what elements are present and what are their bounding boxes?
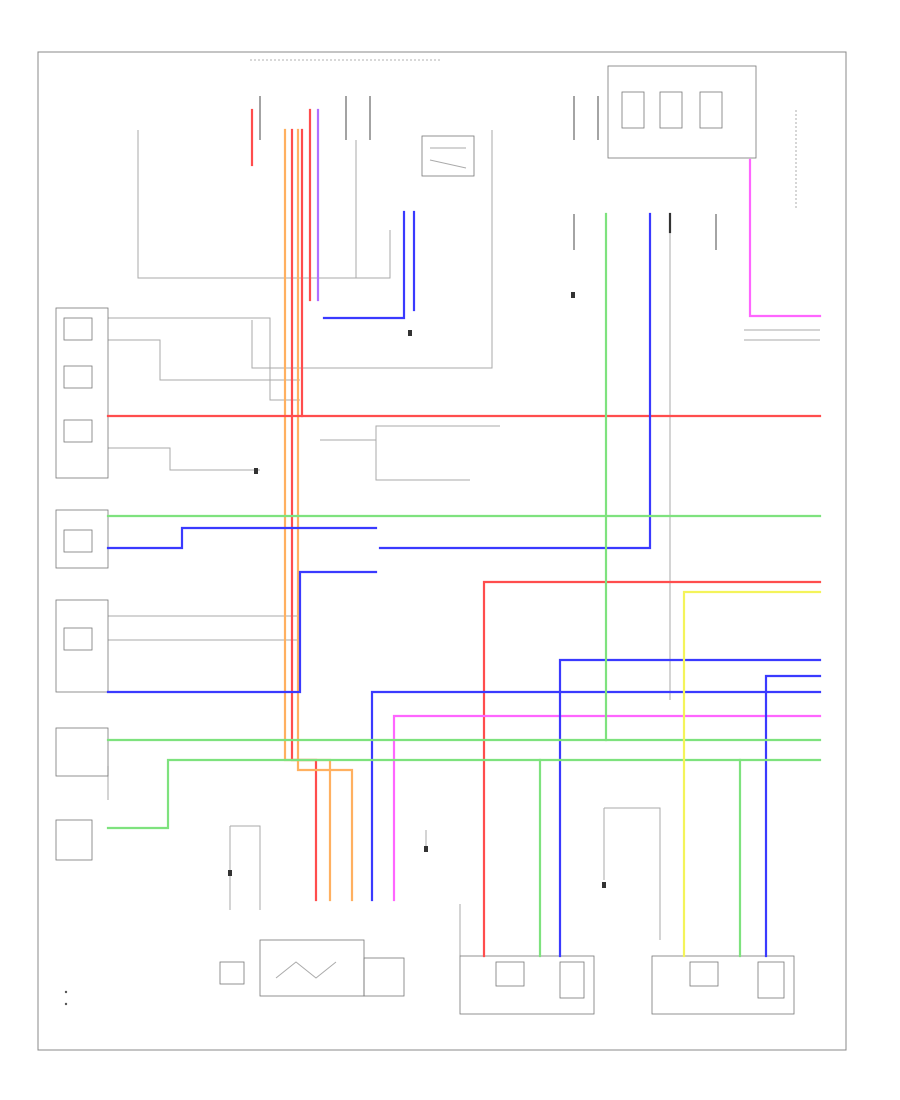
turn-switch <box>363 957 405 997</box>
left-headlight-bulb-high <box>63 317 93 341</box>
orange-wire-bundle-2 <box>296 128 354 902</box>
yellow-wire-rear <box>682 590 822 958</box>
junction-block-fuse-1 <box>621 91 645 129</box>
right-marker-lamp <box>55 819 93 861</box>
relay <box>421 135 475 177</box>
left-rear-turn-bulb <box>757 961 785 999</box>
relay-feed-wire <box>251 130 493 369</box>
ground-terminal-6 <box>228 870 232 876</box>
right-headlight-assembly <box>55 727 109 777</box>
blue-wire-left-turn <box>106 526 378 550</box>
junction-block-fuse-3 <box>699 91 723 129</box>
right-front-turn-lamp <box>55 599 109 693</box>
left-front-turn-bulb <box>63 529 93 553</box>
left-rear-feed <box>604 807 661 940</box>
light-control-switch <box>275 961 337 979</box>
red-wire-main <box>300 128 822 418</box>
blue-wire-right-turn <box>106 570 378 694</box>
diagram-frame <box>37 51 847 1051</box>
dimmer-relay-block <box>219 961 245 985</box>
left-assembly-feed-2 <box>108 339 300 381</box>
ground-wire-top-left <box>137 130 356 279</box>
left-front-turn-lamp <box>55 509 109 569</box>
signal-wire-c <box>375 425 500 440</box>
relay-coil <box>429 159 467 169</box>
signal-wire-a <box>108 447 260 471</box>
left-rear-combination-lamp <box>651 955 795 1015</box>
ground-terminal-2 <box>408 330 412 336</box>
left-headlight-bulb-position <box>63 419 93 443</box>
ground-wire-mid <box>355 140 391 279</box>
ground-terminal-5 <box>424 846 428 852</box>
blue-wire-top <box>322 210 406 320</box>
left-headlight-bulb-low <box>63 365 93 389</box>
green-wire-marker <box>106 758 822 830</box>
legend-bullet-2 <box>64 1002 68 1006</box>
junction-block-fuse-2 <box>659 91 683 129</box>
headlight-dimmer-switch <box>259 939 365 997</box>
ground-terminal-4 <box>602 882 606 888</box>
blue-wire-right-drop <box>378 212 652 550</box>
left-headlight-assembly <box>55 307 109 479</box>
ground-terminal-1 <box>571 292 575 298</box>
magenta-wire-top <box>748 158 822 318</box>
left-rear-stop-bulb <box>689 961 719 987</box>
junction-block <box>607 65 757 159</box>
right-rear-turn-bulb <box>559 961 585 999</box>
blue-wire-rear-2 <box>370 690 822 902</box>
ground-terminal-3 <box>254 468 258 474</box>
magenta-wire-bottom <box>392 714 822 902</box>
blue-wire-rear-1 <box>558 658 822 958</box>
left-assembly-feed <box>108 317 300 401</box>
right-front-turn-bulb <box>63 627 93 651</box>
red-wire-rear <box>482 580 822 958</box>
switch-feed <box>230 825 261 910</box>
blue-wire-rear-3 <box>764 674 822 958</box>
legend-bullet-1 <box>64 990 68 994</box>
right-rear-combination-lamp <box>459 955 595 1015</box>
signal-wire-b <box>320 439 470 481</box>
right-rear-stop-bulb <box>495 961 525 987</box>
